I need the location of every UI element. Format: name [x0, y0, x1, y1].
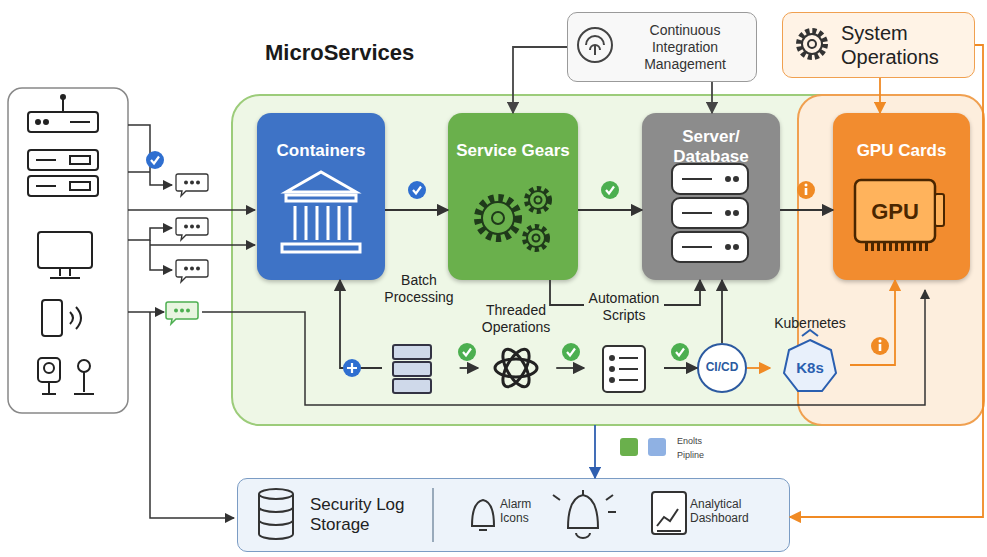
text-slot: MicroServices [265, 40, 525, 66]
flow-arrow [721, 280, 723, 343]
node-sublabel: Alarm Icons [500, 497, 560, 526]
process-circle: CI/CD [697, 343, 747, 393]
script-icon [603, 346, 645, 392]
legend-swatch [620, 438, 638, 456]
node-label: Threaded Operations [478, 302, 554, 336]
process-box: Service Gears [448, 113, 578, 280]
gpu-chip [855, 180, 944, 251]
node-label: System Operations [841, 21, 966, 69]
device-panel [8, 88, 128, 413]
text-slot: Kubernetes [770, 315, 850, 332]
flow-arrow [340, 280, 382, 368]
node-label: Containers [261, 141, 381, 161]
node-label: Security Log Storage [310, 495, 420, 536]
output-band: Security Log Storage Alarm Icons Analytica… [237, 478, 790, 552]
node-label: Batch Processing [382, 272, 456, 306]
legend-text: Pipline [677, 450, 704, 461]
node-sublabel: GPU [855, 199, 935, 225]
text-slot: Alarm Icons [500, 497, 560, 526]
text-slot: GPU [855, 199, 935, 225]
flow-arrow [879, 78, 881, 113]
flow-arrow [594, 425, 596, 478]
ops-gear [799, 31, 825, 57]
text-slot: K8s [770, 359, 850, 377]
flow-arrow [780, 209, 833, 211]
legend-swatch [648, 438, 666, 456]
node-label: Service Gears [452, 141, 574, 161]
node-label: MicroServices [265, 40, 525, 66]
flow-arrow [850, 280, 895, 365]
text-slot: Service Gears [452, 141, 574, 161]
flow-arrow [550, 280, 584, 305]
text-slot: Security Log Storage [310, 495, 420, 536]
node-label: CI/CD [699, 360, 745, 374]
device-icons [28, 95, 98, 394]
ci-icon [578, 28, 612, 62]
flow-arrow [460, 367, 478, 369]
batch-icon [393, 345, 431, 393]
text-slot: Server/ Database [656, 127, 766, 168]
node-sublabel: Analytical Dashboard [690, 497, 780, 526]
container-icon [282, 172, 360, 252]
node-label: Automation Scripts [584, 290, 664, 324]
node-label: Server/ Database [656, 127, 766, 168]
flow-arrow [747, 367, 770, 369]
node-label: GPU Cards [837, 141, 966, 161]
text-slot: Batch Processing [382, 272, 456, 306]
flow-arrow [578, 209, 642, 211]
legend-text: Enolts [677, 436, 702, 447]
threads-icon [495, 345, 537, 390]
gears-icon [478, 189, 549, 249]
database-icon [672, 164, 748, 262]
text-slot: GPU Cards [837, 141, 966, 161]
text-slot: CI/CD [699, 360, 745, 374]
node-sublabel: K8s [770, 359, 850, 377]
flow-arrow [513, 47, 567, 113]
node-label: Continuous Integration Management [630, 22, 740, 72]
flow-arrow [385, 209, 448, 211]
text-slot: Containers [261, 141, 381, 161]
flow-arrow [556, 367, 584, 369]
text-slot: Analytical Dashboard [690, 497, 780, 526]
text-slot: Threaded Operations [478, 302, 554, 336]
flow-arrow [664, 280, 700, 305]
flow-arrow [711, 82, 713, 113]
text-slot: System Operations [841, 21, 966, 69]
node-label: Kubernetes [770, 315, 850, 332]
text-slot: Automation Scripts [584, 290, 664, 324]
flow-arrow [664, 367, 697, 369]
band-icons [259, 488, 686, 542]
flow-arrow [790, 45, 983, 517]
k8s-icon [784, 330, 836, 391]
text-slot: Continuous Integration Management [630, 22, 740, 72]
